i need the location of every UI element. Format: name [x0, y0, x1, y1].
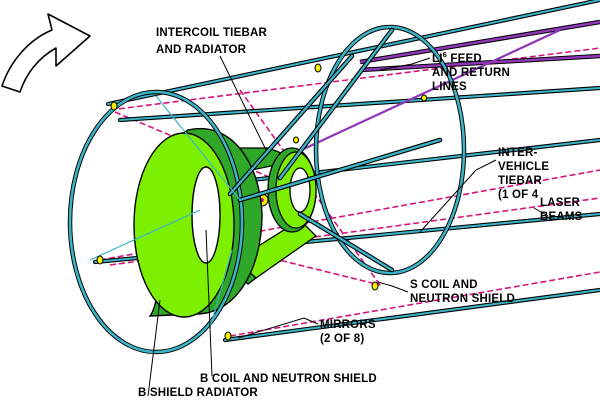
structural-tubes: [92, 0, 600, 343]
svg-text:INTERCOIL TIEBAR: INTERCOIL TIEBAR: [156, 27, 267, 39]
svg-text:(1 OF 4: (1 OF 4: [498, 189, 539, 201]
direction-arrow: [1, 13, 91, 93]
mirror-dot: [110, 101, 118, 111]
svg-text:B COIL AND NEUTRON SHIELD: B COIL AND NEUTRON SHIELD: [200, 373, 377, 385]
label-s-coil: S COIL AND NEUTRON SHIELD: [410, 279, 515, 305]
svg-text:INTER-: INTER-: [498, 147, 538, 159]
mirror-dot: [314, 63, 322, 73]
svg-text:LASER: LASER: [540, 197, 580, 209]
intervehicle-tiebars: [227, 27, 443, 273]
mirror-dot: [421, 94, 427, 102]
svg-text:BEAMS: BEAMS: [540, 211, 583, 223]
tube-line: [199, 139, 600, 187]
svg-text:LI6 FEED: LI6 FEED: [432, 50, 482, 65]
rear-ring: [313, 24, 467, 276]
svg-text:LINES: LINES: [432, 81, 467, 93]
mirror-dot: [371, 281, 379, 291]
label-li6-feed: LI6 FEED AND RETURN LINES: [432, 50, 510, 93]
svg-text:AND RETURN: AND RETURN: [432, 67, 510, 79]
svg-text:AND RADIATOR: AND RADIATOR: [156, 44, 247, 56]
svg-text:NEUTRON SHIELD: NEUTRON SHIELD: [410, 293, 515, 305]
tiebar-strut: [278, 28, 394, 180]
return-line: [359, 54, 600, 72]
tube-line: [224, 289, 600, 341]
svg-text:MIRRORS: MIRRORS: [320, 319, 376, 331]
front-spokes: [89, 95, 241, 329]
mirror-dot: [293, 136, 299, 144]
mirror-markers: [96, 63, 427, 341]
front-ring: [67, 89, 245, 355]
tiebar-strut: [238, 138, 442, 202]
label-b-shield: B SHIELD RADIATOR: [138, 387, 258, 399]
label-mirrors: MIRRORS (2 OF 8): [320, 319, 376, 345]
label-laser-beams: LASER BEAMS: [540, 197, 583, 223]
mirror-dot: [224, 331, 232, 341]
svg-text:TIEBAR: TIEBAR: [498, 175, 543, 187]
s-coil: [267, 147, 317, 233]
svg-text:VEHICLE: VEHICLE: [498, 161, 549, 173]
feed-diagonal: [279, 29, 561, 161]
mirror-dot: [96, 255, 104, 265]
label-intervehicle-tiebar: INTER- VEHICLE TIEBAR (1 OF 4: [498, 147, 549, 201]
svg-text:S COIL AND: S COIL AND: [410, 279, 478, 291]
tiebar-strut: [228, 54, 354, 196]
leader-lines: [147, 55, 549, 397]
tube-line: [119, 87, 600, 121]
feed-line: [359, 20, 600, 64]
tube-line: [107, 0, 600, 105]
svg-text:B SHIELD RADIATOR: B SHIELD RADIATOR: [138, 387, 258, 399]
svg-text:(2 OF 8): (2 OF 8): [320, 333, 364, 345]
li6-feed-lines: [279, 19, 600, 161]
tiebar-strut: [298, 212, 394, 272]
label-intercoil-tiebar: INTERCOIL TIEBAR AND RADIATOR: [156, 27, 267, 56]
label-b-coil: B COIL AND NEUTRON SHIELD: [200, 373, 377, 385]
